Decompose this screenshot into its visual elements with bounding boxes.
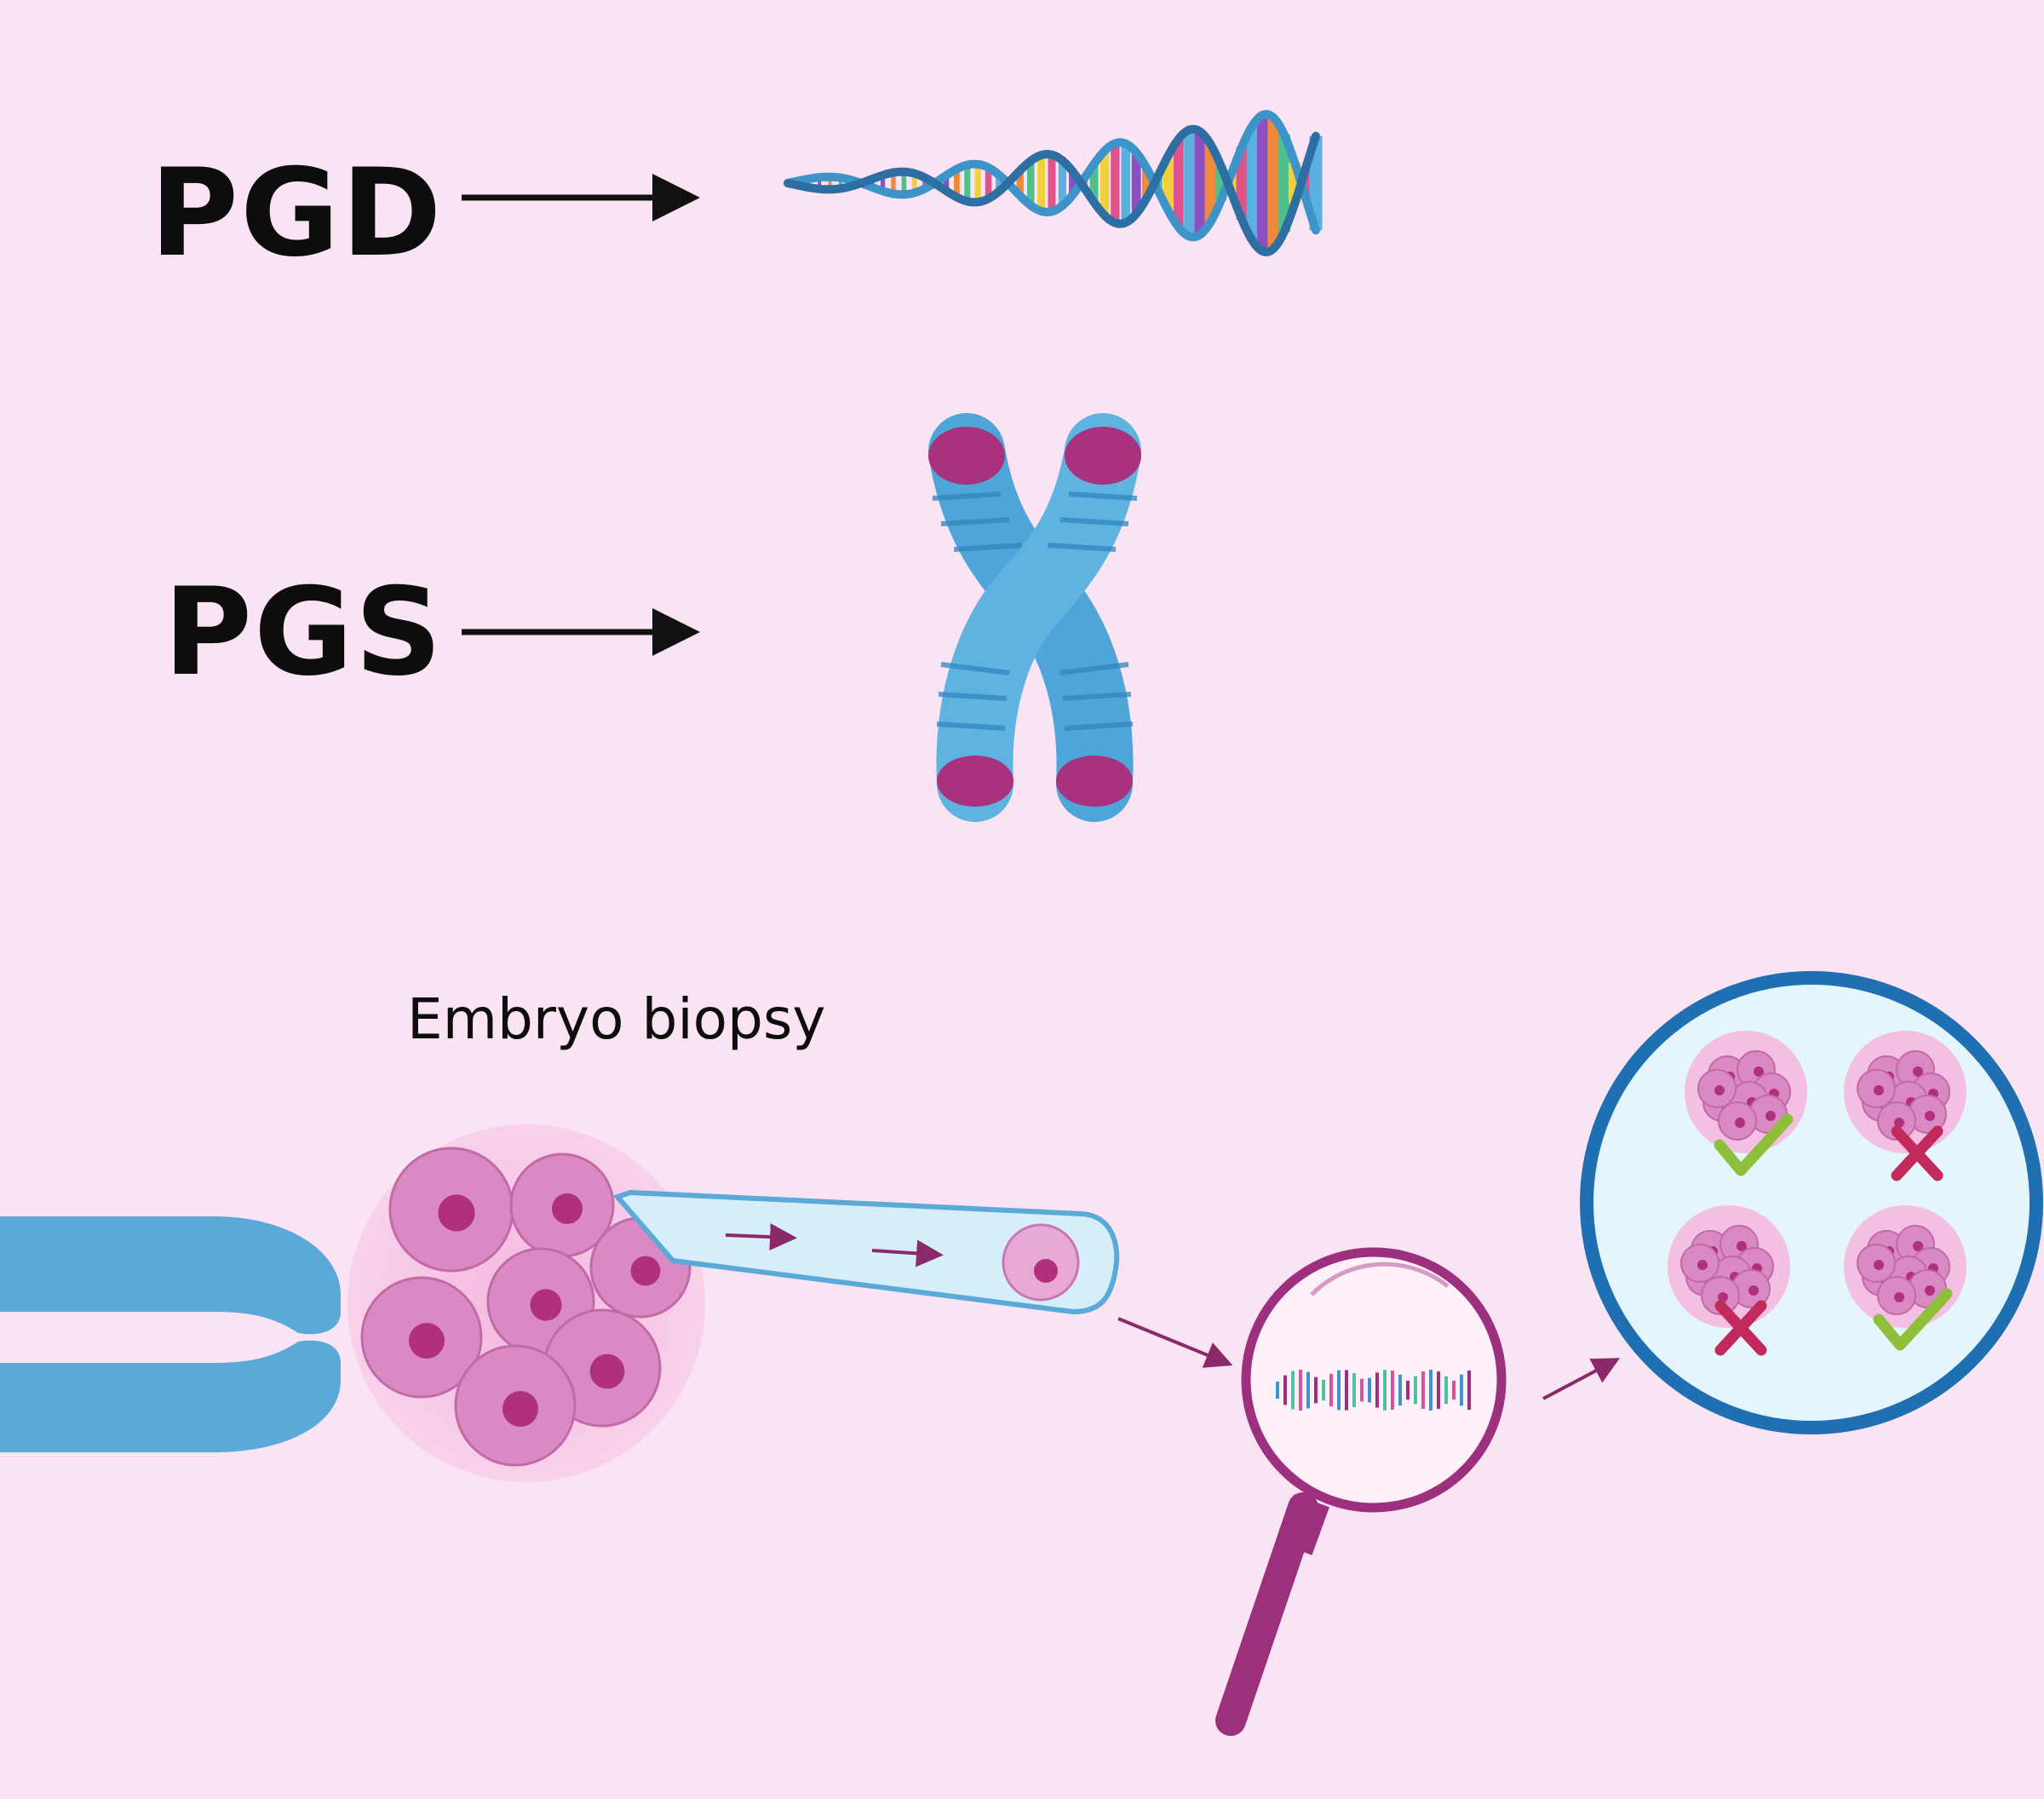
cell-nucleus bbox=[530, 1289, 562, 1321]
embryo-selection-icon bbox=[1580, 971, 2043, 1434]
cell-nucleus bbox=[409, 1323, 445, 1359]
cross-icon bbox=[1714, 1300, 1767, 1356]
chromosome-band bbox=[936, 721, 1006, 731]
cell-nucleus bbox=[589, 1354, 625, 1389]
chromosome-band bbox=[953, 543, 1023, 552]
dna-double-helix-icon bbox=[784, 110, 1323, 256]
chromosome-band bbox=[1059, 662, 1129, 675]
cell-nucleus bbox=[630, 1256, 661, 1286]
biopsy-needle-icon bbox=[612, 1189, 1120, 1315]
flow-arrow bbox=[1542, 1358, 1621, 1400]
chromosome-band bbox=[1062, 692, 1132, 701]
check-icon bbox=[1873, 1288, 1953, 1351]
embryo-icon bbox=[347, 1124, 705, 1482]
chromosome-band bbox=[1047, 543, 1117, 552]
result-embryo bbox=[1685, 1031, 1807, 1153]
pgd-label: PGD bbox=[150, 143, 444, 284]
result-embryo bbox=[1844, 1031, 1966, 1153]
check-icon bbox=[1714, 1113, 1794, 1176]
chromosome-band bbox=[938, 692, 1008, 701]
chromosome-band bbox=[1068, 491, 1138, 501]
flow-arrow bbox=[1117, 1317, 1233, 1368]
result-embryo bbox=[1668, 1205, 1790, 1328]
chromosome-band bbox=[1059, 517, 1129, 526]
holding-pipette-icon bbox=[0, 1216, 341, 1452]
embryo-biopsy-label: Embryo biopsy bbox=[407, 986, 826, 1052]
result-embryo bbox=[1844, 1205, 1966, 1328]
chromosome-band bbox=[940, 517, 1010, 526]
pgs-label: PGS bbox=[164, 562, 444, 703]
chromosome-band bbox=[1064, 721, 1134, 731]
cell-nucleus bbox=[552, 1193, 583, 1224]
chromosome-band bbox=[932, 491, 1002, 501]
cross-icon bbox=[1891, 1125, 1944, 1181]
cell-nucleus bbox=[502, 1391, 538, 1427]
magnifying-glass-icon bbox=[1215, 1247, 1507, 1736]
cell-nucleus bbox=[438, 1194, 475, 1232]
chromosome-band bbox=[940, 662, 1010, 675]
chromosome-icon bbox=[928, 413, 1141, 822]
